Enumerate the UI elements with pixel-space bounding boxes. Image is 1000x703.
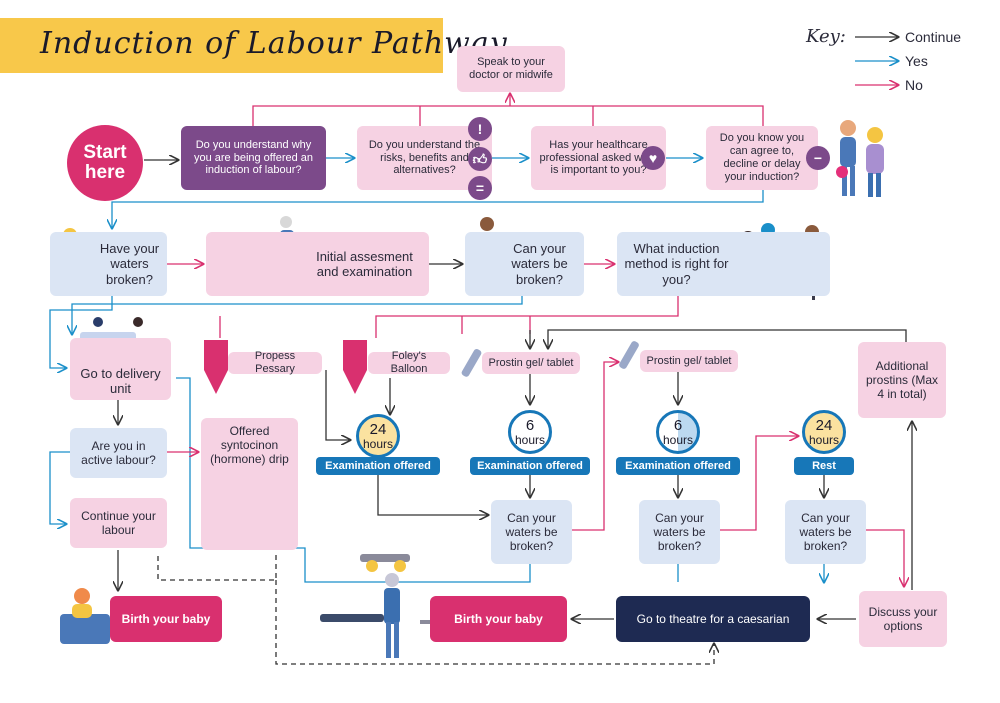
delivery-unit-node: Go to delivery unit [70, 338, 171, 400]
page-title: Induction of Labour Pathway [40, 26, 508, 61]
key-no-label: No [905, 77, 923, 93]
arrow-waters4-no-to-rest [720, 436, 798, 531]
timer-1-unit: hours [362, 436, 394, 451]
foleys-balloon-node: Foley's Balloon [368, 350, 450, 375]
illustration-mother-baby [60, 588, 110, 644]
timer-2-tag: Examination offered [470, 457, 590, 475]
timer-4-unit: hours [808, 432, 840, 447]
additional-prostins-node: Additional prostins (Max 4 in total) [858, 342, 946, 418]
arrow-propess-to-timer [325, 370, 350, 440]
timer-1-tag: Examination offered [316, 457, 440, 475]
birth-your-baby-node-2: Birth your baby [430, 596, 567, 642]
arrow-waters1-to-delivery [49, 296, 113, 368]
arrow-no-to-speak [252, 94, 764, 126]
timer-2-number: 6 [525, 416, 535, 434]
arrow-active-to-continue [49, 451, 70, 524]
illustration-couple [836, 120, 884, 197]
timer-3-tag: Examination offered [616, 457, 740, 475]
continue-labour-node: Continue your labour [70, 498, 167, 548]
arrow-additional-loop [548, 329, 907, 348]
question-professional-node: Has your healthcare professional asked w… [531, 126, 666, 190]
question-waters-broken-node-3: Can your waters be broken? [491, 500, 572, 564]
arrow-waters5-no-to-discuss [866, 529, 904, 586]
speak-to-doctor-node: Speak to your doctor or midwife [457, 46, 565, 92]
arrow-syntocinon-to-birth-dashed [157, 552, 714, 665]
arrow-waters3-no-to-prostin2 [572, 362, 618, 531]
arrow-waters-yes-to-delivery [176, 377, 824, 582]
arrow-method-to-options [219, 296, 679, 338]
initial-assessment-node: Initial assesment and examination [206, 232, 429, 296]
syntocinon-drip-node: Offered syntocinon (hormone) drip [201, 418, 298, 550]
question-waters-broken-node: Have your waters broken? [50, 232, 167, 296]
thumbs-up-icon: 👍︎ [468, 147, 492, 171]
illustration-methods [204, 340, 639, 394]
timer-1-number: 24 [369, 420, 387, 438]
timer-2-unit: hours [514, 432, 546, 447]
question-can-waters-broken-node: Can your waters be broken? [465, 232, 584, 296]
discuss-options-node: Discuss your options [859, 591, 947, 647]
key-title: Key: [806, 26, 846, 47]
timer-4-number: 24 [815, 416, 833, 434]
propess-pessary-node: Propess Pessary [228, 350, 322, 375]
question-waters-broken-node-5: Can your waters be broken? [785, 500, 866, 564]
key-yes-label: Yes [905, 53, 928, 69]
question-waters-broken-node-4: Can your waters be broken? [639, 500, 720, 564]
prostin-gel-node-1: Prostin gel/ tablet [482, 352, 580, 374]
birth-your-baby-node-1: Birth your baby [110, 596, 222, 642]
illustration-theatre [320, 554, 440, 658]
timer-3-number: 6 [673, 416, 683, 434]
question-active-labour-node: Are you in active labour? [70, 428, 167, 478]
exclamation-icon: ! [468, 117, 492, 141]
timer-4-tag: Rest [794, 457, 854, 475]
prostin-gel-node-2: Prostin gel/ tablet [640, 350, 738, 372]
key-continue-label: Continue [905, 29, 962, 45]
minus-icon: − [806, 146, 830, 170]
arrow-waters2-to-delivery [72, 296, 523, 334]
question-know-node: Do you know you can agree to, decline or… [706, 126, 818, 190]
title-band [0, 18, 443, 73]
equals-icon: = [468, 176, 492, 200]
heart-icon: ♥ [641, 146, 665, 170]
arrow-timer1-to-waters3 [377, 474, 488, 515]
start-here-node: Start here [67, 125, 143, 201]
question-induction-method-node: What induction method is right for you? [617, 232, 830, 296]
arrow-q4-to-waters1 [112, 190, 764, 228]
question-understand-why-node: Do you understand why you are being offe… [181, 126, 326, 190]
timer-3-unit: hours [662, 432, 694, 447]
theatre-caesarian-node: Go to theatre for a caesarian [616, 596, 810, 642]
